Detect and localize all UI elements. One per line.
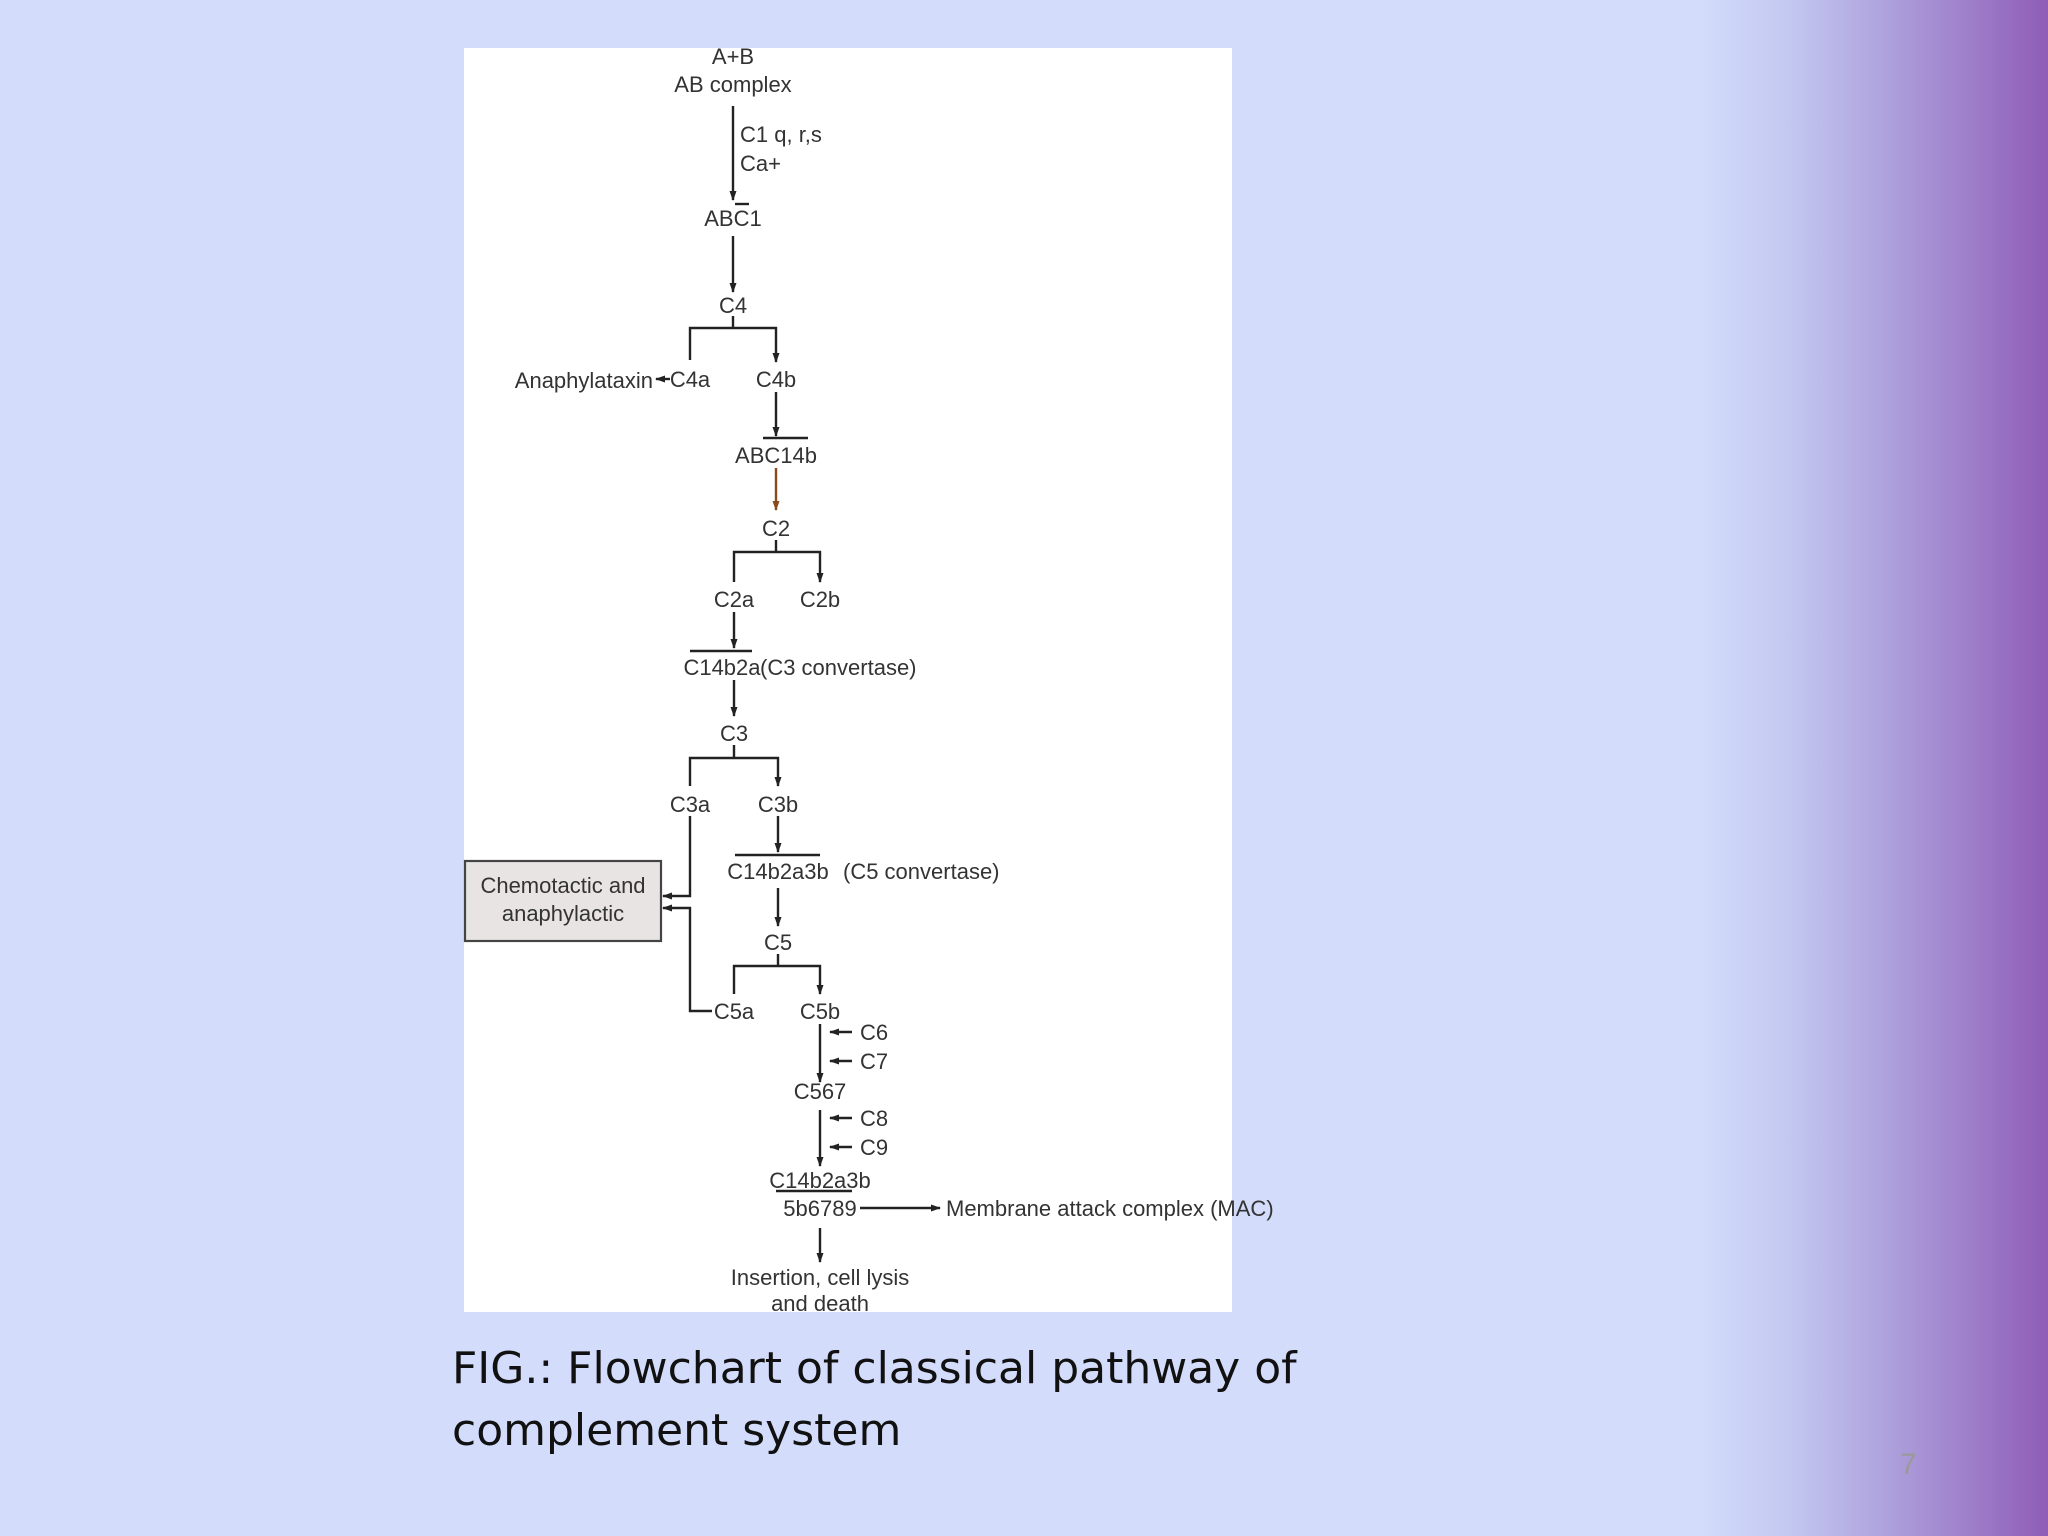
node-insertion-line1: Insertion, cell lysis <box>731 1265 910 1290</box>
node-c2a: C2a <box>714 587 755 612</box>
box-line2: anaphylactic <box>502 901 624 926</box>
caption-line2: complement system <box>452 1405 902 1456</box>
chemotactic-anaphylactic-box <box>463 859 663 943</box>
c3-split-arrows <box>688 756 782 787</box>
page-number: 7 <box>1900 1448 1917 1481</box>
arrow-c5a-to-box <box>662 904 712 1013</box>
node-insertion-line2: and death <box>771 1291 869 1316</box>
node-c7: C7 <box>860 1049 888 1074</box>
node-c4a: C4a <box>670 367 711 392</box>
node-abc1: ABC1 <box>704 206 761 231</box>
c5-split-arrows <box>732 964 824 995</box>
node-c2b: C2b <box>800 587 840 612</box>
box-line1: Chemotactic and <box>480 873 645 898</box>
node-c14b2a: C14b2a <box>683 655 761 680</box>
node-c3a: C3a <box>670 792 711 817</box>
node-c5b: C5b <box>800 999 840 1024</box>
node-mac: Membrane attack complex (MAC) <box>946 1196 1274 1221</box>
node-mac-complex-line1: C14b2a3b <box>769 1168 871 1193</box>
connectors <box>655 106 941 1263</box>
arrow-c3a-to-box <box>662 816 692 900</box>
node-c3: C3 <box>720 721 748 746</box>
node-c6: C6 <box>860 1020 888 1045</box>
node-ab-complex: AB complex <box>674 72 791 97</box>
label-c1qrs: C1 q, r,s <box>740 122 822 147</box>
node-anaphylataxin: Anaphylataxin <box>515 368 653 393</box>
node-mac-complex-line2: 5b6789 <box>783 1196 856 1221</box>
node-c14b2a3b: C14b2a3b <box>727 859 829 884</box>
node-c4: C4 <box>719 293 747 318</box>
node-c567: C567 <box>794 1079 847 1104</box>
c4-split-arrows <box>688 326 780 363</box>
label-c3-convertase: (C3 convertase) <box>760 655 917 680</box>
node-c3b: C3b <box>758 792 798 817</box>
node-c2: C2 <box>762 516 790 541</box>
node-c4b: C4b <box>756 367 796 392</box>
overbars <box>690 202 852 1193</box>
node-c8: C8 <box>860 1106 888 1131</box>
caption-line1: FIG.: Flowchart of classical pathway of <box>452 1343 1297 1394</box>
figure-panel <box>464 48 1232 1312</box>
labels: A+B AB complex C1 q, r,s Ca+ ABC1 C4 Ana… <box>480 44 1273 1316</box>
label-c5-convertase: (C5 convertase) <box>843 859 1000 884</box>
node-abc14b: ABC14b <box>735 443 817 468</box>
figure-caption: FIG.: Flowchart of classical pathway of … <box>452 1338 1352 1462</box>
node-c5a: C5a <box>714 999 755 1024</box>
label-ca: Ca+ <box>740 151 781 176</box>
node-c5: C5 <box>764 930 792 955</box>
node-c9: C9 <box>860 1135 888 1160</box>
node-ab: A+B <box>712 44 754 69</box>
c2-split-arrows <box>732 550 824 583</box>
